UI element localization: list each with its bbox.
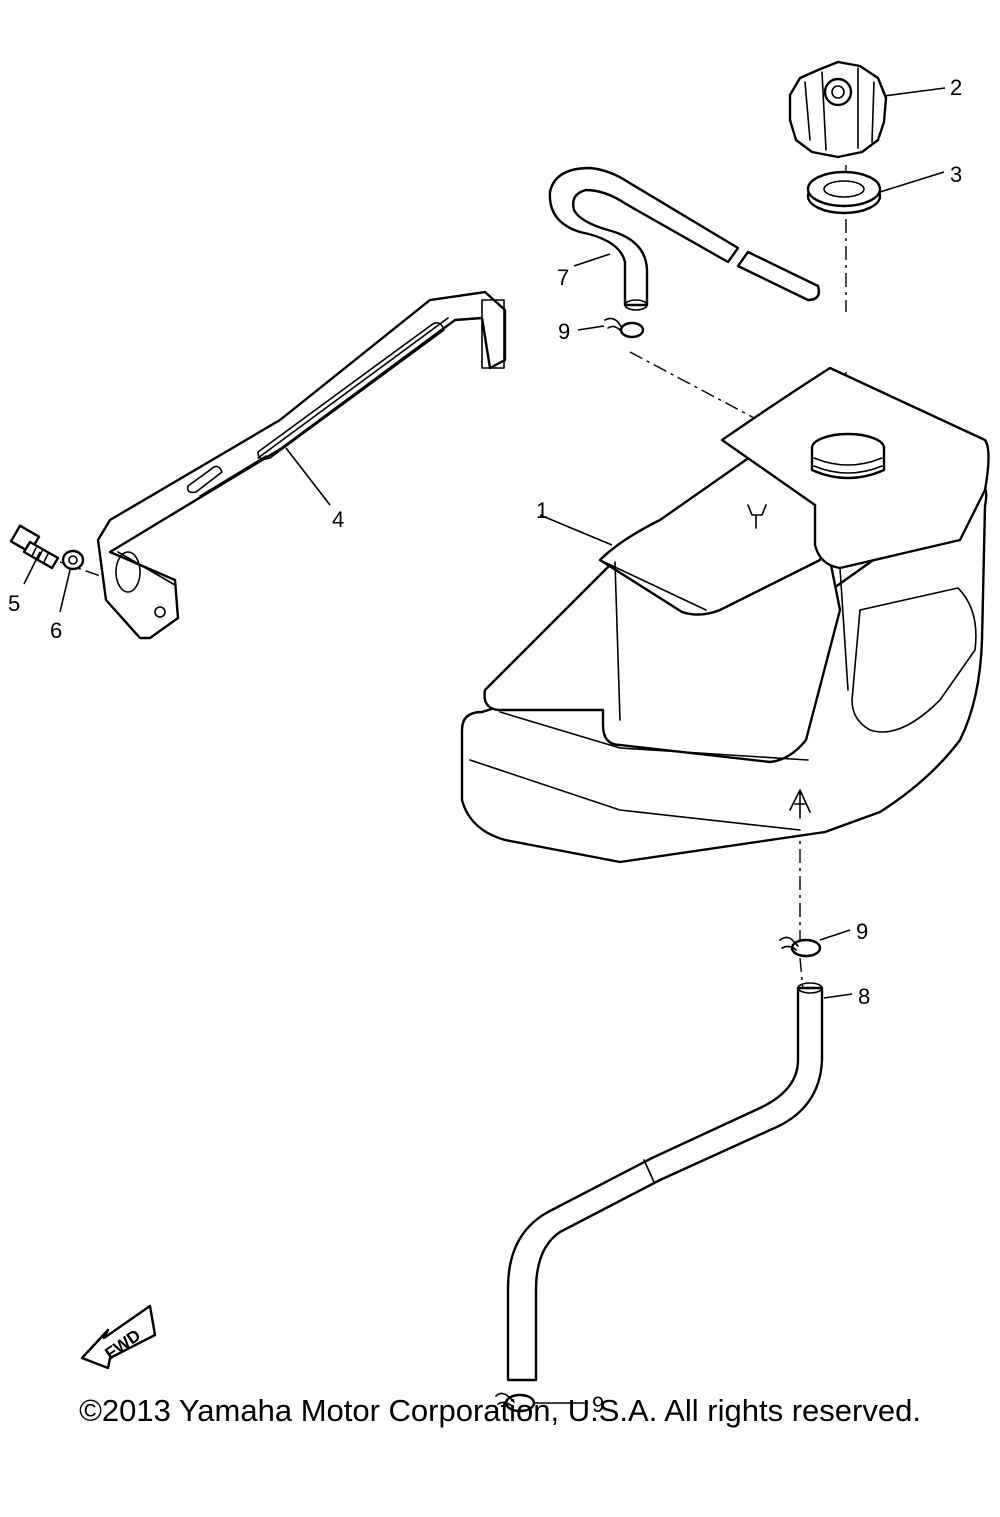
breather-pipe [548, 166, 821, 311]
cap-gasket [806, 170, 882, 215]
hose-clip-top [604, 317, 645, 339]
fuel-tank [460, 366, 990, 864]
callout-9-bottom: 9 [592, 1392, 604, 1417]
callout-8: 8 [858, 984, 870, 1009]
callout-3: 3 [950, 162, 962, 187]
tank-stay-band [96, 290, 507, 640]
bolt [9, 524, 60, 570]
copyright-notice: ©2013 Yamaha Motor Corporation, U.S.A. A… [79, 1393, 921, 1428]
callout-5: 5 [8, 591, 20, 616]
callout-9-middle: 9 [856, 919, 868, 944]
callout-1: 1 [536, 498, 548, 523]
forward-direction-arrow: FWD [80, 1304, 157, 1370]
fuel-pipe [506, 982, 824, 1382]
callout-2: 2 [950, 75, 962, 100]
callout-numbers: 1 2 3 4 5 6 7 8 9 9 9 [8, 75, 962, 1417]
callout-9-top: 9 [558, 319, 570, 344]
callout-7: 7 [557, 265, 569, 290]
callout-leaders [23, 87, 946, 1404]
callout-4: 4 [332, 507, 344, 532]
washer [61, 549, 85, 571]
fuel-tank-cap [788, 60, 888, 159]
callout-6: 6 [50, 618, 62, 643]
hose-clip-middle [779, 936, 822, 958]
